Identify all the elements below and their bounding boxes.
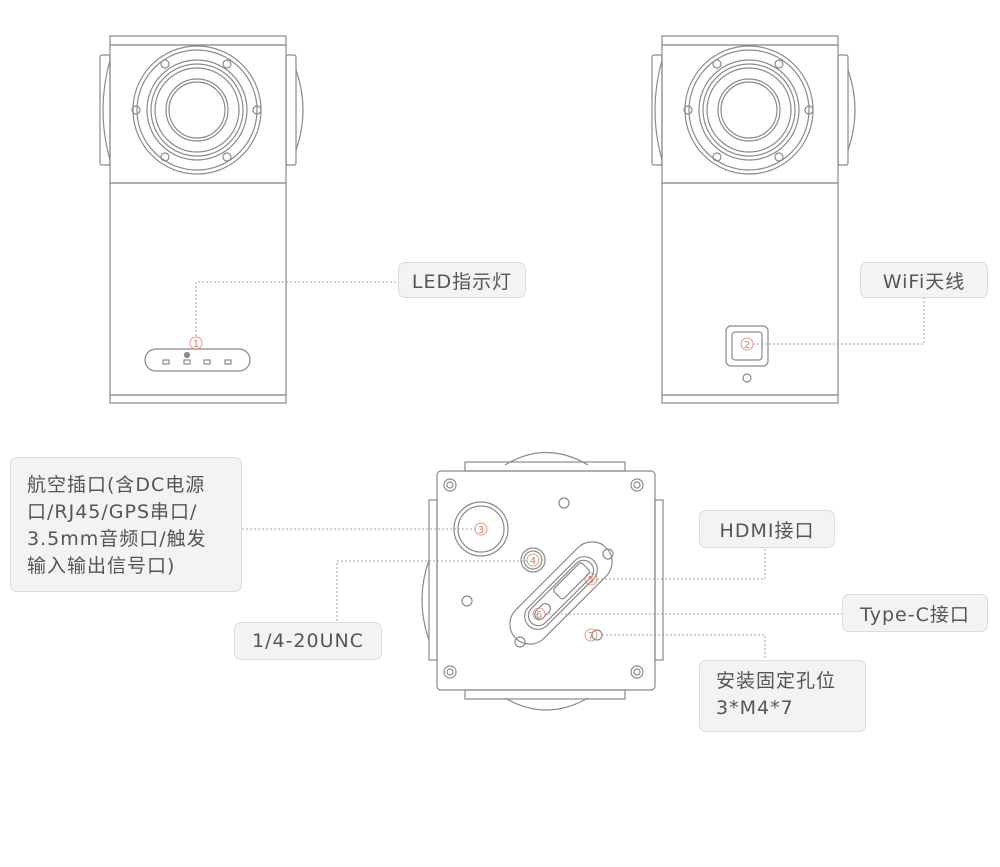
- label-typec: Type-C接口: [842, 594, 988, 632]
- label-hdmi: HDMI接口: [699, 510, 835, 548]
- label-line: 输入输出信号口): [27, 555, 176, 577]
- label-led-indicator: LED指示灯: [398, 262, 526, 298]
- camera-bottom-view: 3 4 5 6 7: [242, 451, 842, 711]
- label-line: 3.5mm音频口/触发: [27, 528, 207, 550]
- label-aviation-connector: 航空插口(含DC电源 口/RJ45/GPS串口/ 3.5mm音频口/触发 输入输…: [10, 457, 242, 592]
- marker-4: 4: [530, 556, 536, 567]
- label-line: 口/RJ45/GPS串口/: [27, 501, 198, 523]
- label-line: 3*M4*7: [716, 697, 794, 719]
- marker-3: 3: [478, 525, 484, 536]
- label-line: 航空插口(含DC电源: [27, 474, 206, 496]
- label-wifi-antenna: WiFi天线: [860, 262, 988, 298]
- marker-6: 6: [536, 610, 542, 621]
- label-tripod-thread: 1/4-20UNC: [234, 622, 382, 660]
- wifi-port: [725, 325, 769, 367]
- label-mounting-holes: 安装固定孔位 3*M4*7: [699, 660, 866, 732]
- lens-screws: [131, 59, 262, 162]
- marker-7: 7: [588, 631, 594, 642]
- marker-2: 2: [744, 340, 750, 351]
- led-panel: [144, 348, 251, 372]
- camera-back-view: 2: [651, 35, 925, 404]
- marker-5: 5: [588, 575, 594, 586]
- label-line: 安装固定孔位: [716, 670, 837, 692]
- marker-1: 1: [193, 339, 199, 350]
- camera-front-view: 1: [99, 35, 398, 404]
